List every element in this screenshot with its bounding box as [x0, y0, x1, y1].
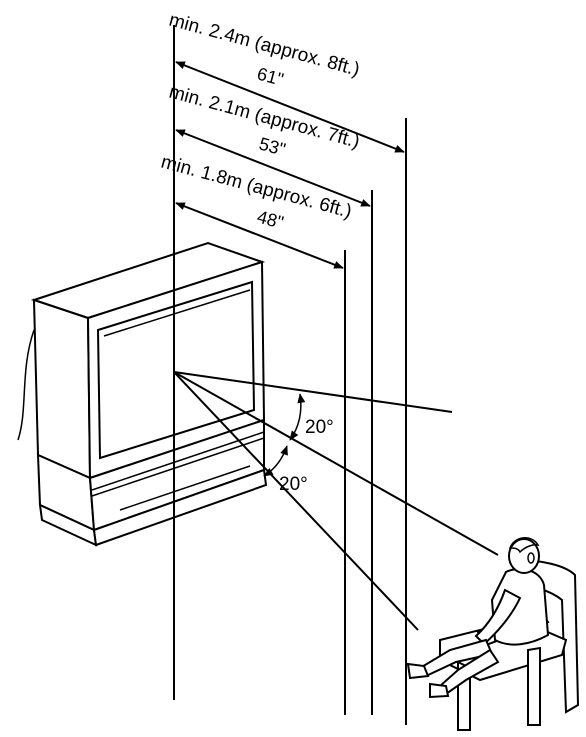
upper-angle-arc [289, 393, 306, 441]
seated-viewer-icon [406, 537, 580, 731]
screen-size-label-61: 61" [255, 64, 286, 90]
dimension-arrow-6ft [175, 202, 344, 269]
dimension-arrow-7ft [175, 129, 371, 207]
lower-angle-arc [263, 445, 288, 477]
screen-size-label-48: 48" [255, 207, 286, 233]
upper-angle-label: 20° [305, 417, 334, 438]
screen-size-label-53: 53" [257, 134, 288, 160]
television-set [17, 241, 268, 547]
viewing-angle-lines [173, 371, 499, 631]
lower-angle-label: 20° [279, 474, 308, 495]
reference-lines [173, 25, 407, 725]
